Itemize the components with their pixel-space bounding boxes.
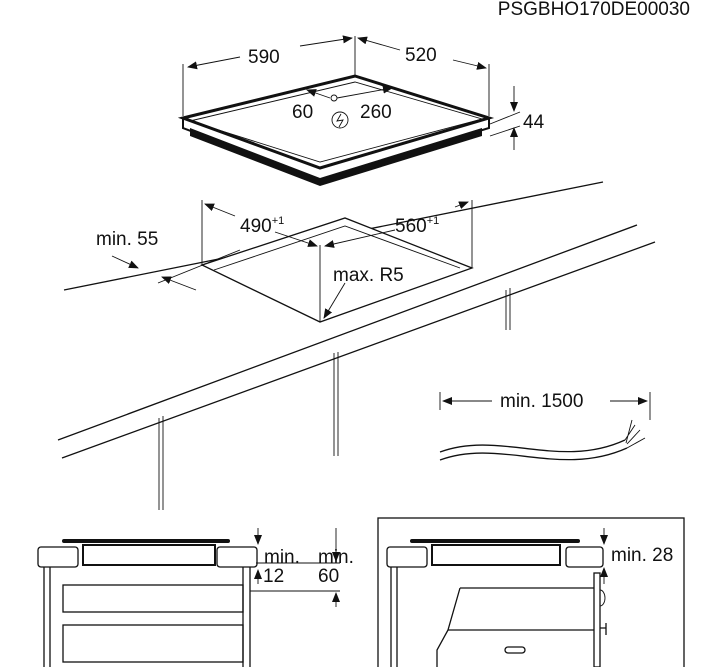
cable-length-label: min. 1500	[500, 391, 583, 412]
hob-height-label: 44	[523, 112, 545, 133]
radius-label: max. R5	[333, 265, 404, 286]
clearance-12-label: 12	[263, 566, 284, 587]
cabinet-legs	[158, 288, 511, 510]
cutout-depth-label: 490+1	[240, 215, 284, 237]
front-min-label: min. 55	[96, 229, 158, 250]
min-label-a: min.	[264, 547, 300, 568]
section-left	[37, 528, 340, 667]
countertop	[57, 181, 656, 459]
hob-3d	[177, 35, 521, 186]
power-connection-icon	[331, 111, 349, 129]
conn-left-label: 60	[292, 102, 313, 123]
hob-width-label: 590	[248, 47, 280, 68]
power-cable	[439, 392, 651, 461]
clearance-60-label: 60	[318, 566, 339, 587]
min-label-b: min.	[318, 547, 354, 568]
hob-depth-label: 520	[405, 45, 437, 66]
clearance-28-label: min. 28	[611, 545, 673, 566]
conn-right-label: 260	[360, 102, 392, 123]
cutout-width-label: 560+1	[395, 215, 439, 237]
section-right	[377, 517, 685, 667]
drawing-code: PSGBHO170DE00030	[498, 0, 690, 20]
